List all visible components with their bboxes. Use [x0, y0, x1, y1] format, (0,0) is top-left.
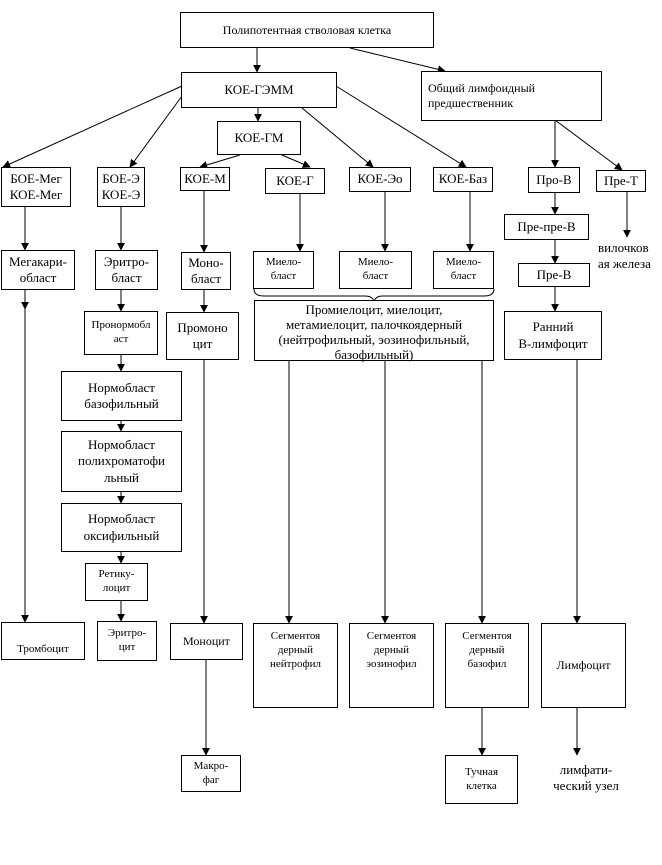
promyelocyte-label: Промиелоцит, миелоцит, метамиелоцит, пал… [278, 302, 470, 362]
pronormoblast-box: Пронормобл аст [84, 311, 158, 355]
myeloblast-baso-label: Миело- бласт [445, 256, 482, 282]
pro-b-label: Про-В [536, 171, 572, 187]
thrombocyte-box: Тромбоцит [1, 622, 85, 660]
lymphoid-precursor-label: Общий лимфоидный предшественник [428, 81, 536, 110]
koe-gemm-box: КОЕ-ГЭММ [181, 72, 337, 108]
koe-gemm-label: КОЕ-ГЭММ [224, 81, 294, 97]
boe-e-box: БОЕ-Э КОЕ-Э [97, 167, 145, 207]
macrophage-box: Макро- фаг [181, 755, 241, 792]
koe-eo-box: КОЕ-Эо [349, 167, 411, 192]
promyelocyte-box: Промиелоцит, миелоцит, метамиелоцит, пал… [254, 300, 494, 362]
reticulocyte-box: Ретику- лоцит [85, 563, 148, 601]
lymphocyte-label: Лимфоцит [556, 658, 611, 672]
pre-b-box: Пре-В [518, 263, 590, 287]
megakaryoblast-label: Мегакари- област [9, 253, 67, 285]
koe-gm-label: КОЕ-ГМ [234, 129, 284, 145]
early-b-box: Ранний В-лимфоцит [504, 311, 602, 360]
myeloblast-neutro-label: Миело- бласт [265, 256, 302, 282]
thrombocyte-label: Тромбоцит [17, 643, 69, 656]
normoblast-oxyphilic-label: Нормобласт оксифильный [83, 511, 160, 543]
segmented-eosinophil-label: Сегментоя дерный эозинофил [366, 630, 417, 670]
pre-pre-b-box: Пре-пре-В [504, 214, 589, 240]
segmented-basophil-label: Сегментоя дерный базофил [462, 630, 512, 670]
early-b-label: Ранний В-лимфоцит [518, 319, 588, 351]
erythroblast-label: Эритро- бласт [103, 253, 150, 285]
normoblast-polychromatophilic-box: Нормобласт полихроматофи льный [61, 431, 182, 492]
erythrocyte-label: Эритро- цит [107, 627, 147, 653]
myeloblast-neutro-box: Миело- бласт [253, 251, 314, 289]
reticulocyte-label: Ретику- лоцит [98, 568, 135, 594]
promonocyte-box: Промоно цит [166, 312, 239, 360]
boe-meg-label: БОЕ-Мег КОЕ-Мег [9, 170, 63, 202]
myeloblast-eos-label: Миело- бласт [357, 256, 394, 282]
lymphoid-precursor-box: Общий лимфоидный предшественник [421, 71, 602, 121]
koe-gm-box: КОЕ-ГМ [217, 121, 301, 155]
thymus-label: вилочков ая железа [598, 240, 651, 272]
erythrocyte-box: Эритро- цит [97, 621, 157, 661]
normoblast-basophilic-box: Нормобласт базофильный [61, 371, 182, 421]
lymph-node-label: лимфати- ческий узел [553, 762, 619, 794]
myeloblast-eos-box: Миело- бласт [339, 251, 412, 289]
promonocyte-label: Промоно цит [177, 319, 228, 351]
monoblast-label: Моно- бласт [188, 254, 224, 286]
pro-b-box: Про-В [528, 167, 580, 193]
koe-eo-label: КОЕ-Эо [357, 171, 403, 187]
mast-cell-box: Тучная клетка [445, 755, 518, 804]
monocyte-box: Моноцит [170, 623, 243, 660]
pre-b-label: Пре-В [536, 266, 572, 282]
normoblast-oxyphilic-box: Нормобласт оксифильный [61, 503, 182, 552]
segmented-basophil-box: Сегментоя дерный базофил [445, 623, 529, 708]
koe-g-label: КОЕ-Г [276, 172, 314, 188]
monoblast-box: Моно- бласт [181, 252, 231, 290]
pre-t-box: Пре-Т [596, 170, 646, 192]
erythroblast-box: Эритро- бласт [95, 250, 158, 290]
normoblast-polychromatophilic-label: Нормобласт полихроматофи льный [78, 437, 165, 485]
pronormoblast-label: Пронормобл аст [91, 319, 151, 345]
lymphocyte-box: Лимфоцит [541, 623, 626, 708]
pre-t-label: Пре-Т [604, 172, 638, 188]
stem-cell-label: Полипотентная стволовая клетка [222, 22, 392, 37]
segmented-neutrophil-box: Сегментоя дерный нейтрофил [253, 623, 338, 708]
monocyte-label: Моноцит [183, 634, 230, 648]
koe-g-box: КОЕ-Г [265, 168, 325, 194]
megakaryoblast-box: Мегакари- област [1, 250, 75, 290]
myeloblast-baso-box: Миело- бласт [433, 251, 494, 289]
koe-m-label: КОЕ-М [184, 170, 226, 186]
boe-e-label: БОЕ-Э КОЕ-Э [101, 170, 141, 202]
koe-baz-label: КОЕ-Баз [438, 171, 488, 187]
normoblast-basophilic-label: Нормобласт базофильный [84, 379, 159, 411]
boe-meg-box: БОЕ-Мег КОЕ-Мег [1, 167, 71, 207]
stem-cell-box: Полипотентная стволовая клетка [180, 12, 434, 48]
mast-cell-label: Тучная клетка [464, 765, 499, 792]
segmented-neutrophil-label: Сегментоя дерный нейтрофил [269, 630, 322, 670]
pre-pre-b-label: Пре-пре-В [517, 218, 576, 234]
macrophage-label: Макро- фаг [193, 759, 229, 786]
segmented-eosinophil-box: Сегментоя дерный эозинофил [349, 623, 434, 708]
koe-m-box: КОЕ-М [180, 167, 230, 191]
koe-baz-box: КОЕ-Баз [433, 167, 493, 192]
